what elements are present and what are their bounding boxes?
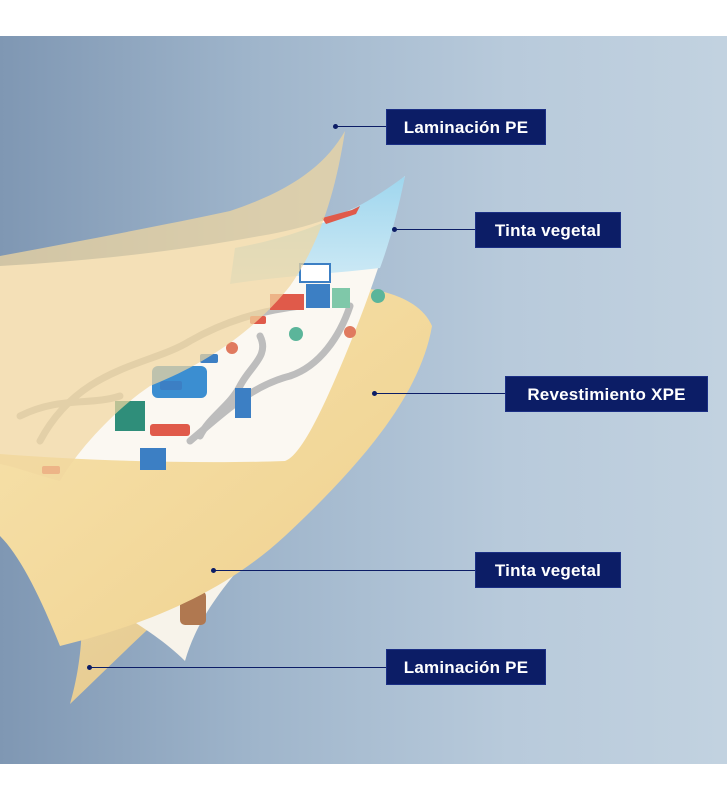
product-layers-illustration: friend [0, 36, 727, 764]
leader-dot-1 [333, 124, 338, 129]
top-pe-lamination-sheet [0, 131, 345, 481]
label-vegetable-ink-bottom: Tinta vegetal [475, 552, 621, 588]
leader-line-3 [375, 393, 505, 394]
label-pe-lamination-top: Laminación PE [386, 109, 546, 145]
label-pe-lamination-bottom: Laminación PE [386, 649, 546, 685]
leader-dot-4 [211, 568, 216, 573]
leader-dot-5 [87, 665, 92, 670]
leader-dot-3 [372, 391, 377, 396]
leader-line-5 [90, 667, 388, 668]
tree-graphics [226, 289, 385, 354]
leader-dot-2 [392, 227, 397, 232]
leader-line-1 [336, 126, 386, 127]
airplane-graphic [322, 206, 360, 224]
layer-stack-artwork: friend [0, 131, 432, 704]
leader-line-2 [395, 229, 475, 230]
label-xpe-coating: Revestimiento XPE [505, 376, 708, 412]
leader-line-4 [214, 570, 476, 571]
label-vegetable-ink-top: Tinta vegetal [475, 212, 621, 248]
